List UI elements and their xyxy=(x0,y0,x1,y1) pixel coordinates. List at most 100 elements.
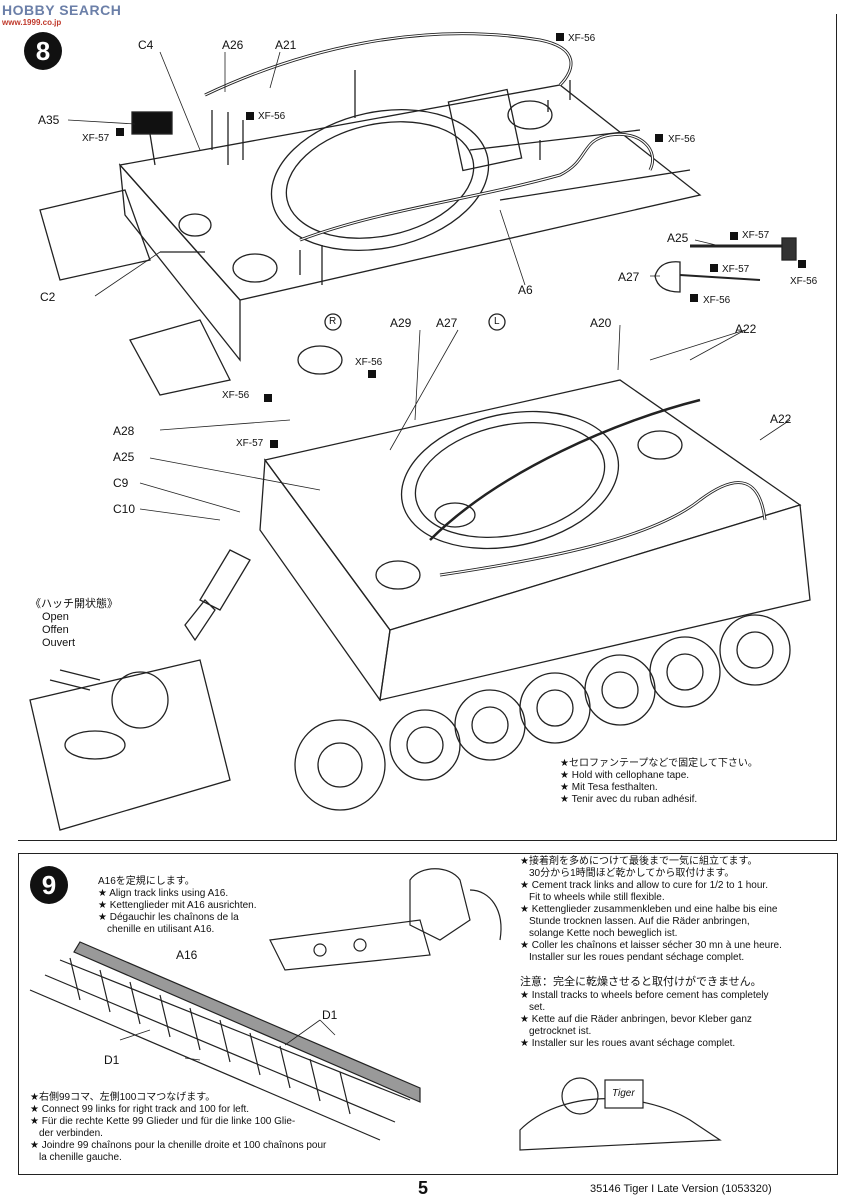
hatch-en: Open xyxy=(42,611,69,623)
marker-left-circle xyxy=(488,313,506,331)
label-a25-top: A25 xyxy=(667,231,689,245)
label-c4: C4 xyxy=(138,38,154,52)
caution-de1: ★ Kette auf die Räder anbringen, bevor K… xyxy=(520,1014,752,1025)
tape-note-de: ★ Mit Tesa festhalten. xyxy=(560,782,658,793)
label-a26: A26 xyxy=(222,38,244,52)
label-c9: C9 xyxy=(113,476,129,490)
marker-left: L xyxy=(494,316,500,327)
caution-jp: 注意：完全に乾燥させると取付けができません。 xyxy=(520,976,762,988)
align-note-en: ★ Align track links using A16. xyxy=(98,888,229,899)
road-wheels xyxy=(294,614,791,811)
paint-xf56-g: XF-56 xyxy=(222,390,250,401)
label-a20: A20 xyxy=(590,316,612,330)
cement-de2: Stunde trocknen lassen. Auf die Räder an… xyxy=(529,916,750,927)
cement-en2: Fit to wheels while still flexible. xyxy=(529,892,665,903)
a27-part-top xyxy=(654,261,681,293)
label-a35: A35 xyxy=(38,113,60,127)
hatch-inset-drawing xyxy=(29,659,231,831)
align-note: A16を定規にします。 ★ Align track links using A1… xyxy=(98,876,257,936)
watermark: HOBBY SEARCH www.1999.co.jp xyxy=(2,2,121,27)
turret-ring-lower xyxy=(400,410,620,550)
cement-fr1: ★ Coller les chaînons et laisser sécher … xyxy=(520,940,782,951)
links-de1: ★ Für die rechte Kette 99 Glieder und fü… xyxy=(30,1116,296,1127)
paint-xf56-d: XF-56 xyxy=(790,276,818,287)
paint-xf57-c: XF-57 xyxy=(722,264,750,275)
step-8-badge: 8 xyxy=(24,32,62,70)
cement-de1: ★ Kettenglieder zusammenkleben und eine … xyxy=(520,904,778,915)
marker-right-circle xyxy=(324,313,342,331)
step-9-panel xyxy=(18,853,838,1175)
label-a16: A16 xyxy=(176,948,198,962)
cement-en1: ★ Cement track links and allow to cure f… xyxy=(520,880,768,891)
engine-deck-block xyxy=(447,88,523,172)
track-links-row xyxy=(29,957,411,1141)
paint-xf56-c: XF-56 xyxy=(668,134,696,145)
label-d1-left: D1 xyxy=(104,1053,120,1067)
turret-ring-top xyxy=(270,109,490,251)
step-9-diagram xyxy=(29,868,722,1151)
align-note-jp: A16を定規にします。 xyxy=(98,876,195,887)
cement-jp1: ★接着剤を多めにつけて最後まで一気に組立てます。 xyxy=(520,856,758,867)
watermark-brand: HOBBY SEARCH xyxy=(2,2,122,18)
upper-hull-deck xyxy=(118,84,702,301)
label-a29: A29 xyxy=(390,316,412,330)
cement-note: ★接着剤を多めにつけて最後まで一気に組立てます。 30分から1時間ほど乾かしてか… xyxy=(520,856,782,964)
step-8-diagram xyxy=(29,32,811,831)
caution-note: 注意：完全に乾燥させると取付けができません。 ★ Install tracks … xyxy=(520,976,769,1050)
soldier-figure xyxy=(409,868,471,941)
caution-en1: ★ Install tracks to wheels before cement… xyxy=(520,990,769,1001)
align-note-fr2: chenille en utilisant A16. xyxy=(107,924,215,935)
upper-hull-front-plate xyxy=(119,163,241,362)
label-a22-top: A22 xyxy=(735,322,757,336)
label-a22-right: A22 xyxy=(770,412,792,426)
label-c2: C2 xyxy=(40,290,56,304)
label-a27-mid: A27 xyxy=(436,316,458,330)
hand-links-drawing xyxy=(269,919,431,971)
a35-part xyxy=(131,111,173,135)
tiger-sign-text: Tiger xyxy=(612,1088,635,1099)
label-a28: A28 xyxy=(113,424,135,438)
caution-de2: getrocknet ist. xyxy=(529,1026,592,1037)
paint-xf56-b: XF-56 xyxy=(258,111,286,122)
step-8-panel xyxy=(18,14,837,841)
tape-note-fr: ★ Tenir avec du ruban adhésif. xyxy=(560,794,698,805)
paint-xf57-b: XF-57 xyxy=(742,230,770,241)
paint-xf57-d: XF-57 xyxy=(236,438,264,449)
hatch-open-caption: 《ハッチ開状態》 Open Offen Ouvert xyxy=(30,598,118,650)
links-de2: der verbinden. xyxy=(39,1128,103,1139)
tiger-sign xyxy=(604,1079,644,1109)
tape-note: ★セロファンテープなどで固定して下さい。 ★ Hold with celloph… xyxy=(560,758,758,806)
links-count-note: ★右側99コマ、左側100コマつなげます。 ★ Connect 99 links… xyxy=(30,1092,326,1164)
label-a27-top: A27 xyxy=(618,270,640,284)
watermark-url: www.1999.co.jp xyxy=(2,18,62,27)
paint-xf56-f: XF-56 xyxy=(355,357,383,368)
front-flap-right xyxy=(129,319,231,396)
tape-note-jp: ★セロファンテープなどで固定して下さい。 xyxy=(560,758,758,769)
lower-hull-front xyxy=(259,458,391,702)
hatch-fr: Ouvert xyxy=(42,637,76,649)
hatch-jp: 《ハッチ開状態》 xyxy=(30,598,118,610)
label-c10: C10 xyxy=(113,502,136,516)
links-jp: ★右側99コマ、左側100コマつなげます。 xyxy=(30,1092,216,1103)
marker-right: R xyxy=(329,316,337,327)
label-a25-mid: A25 xyxy=(113,450,135,464)
links-fr1: ★ Joindre 99 chaînons pour la chenille d… xyxy=(30,1140,327,1151)
paint-xf56-e: XF-56 xyxy=(703,295,731,306)
hatch-circle-top xyxy=(232,253,278,283)
label-a6: A6 xyxy=(518,283,533,297)
tow-cable-a21 xyxy=(204,32,573,97)
track-segment xyxy=(184,549,251,642)
label-d1-right: D1 xyxy=(322,1008,338,1022)
paint-xf56-a: XF-56 xyxy=(568,33,596,44)
cement-fr2: Installer sur les roues pendant séchage … xyxy=(529,952,745,963)
links-en: ★ Connect 99 links for right track and 1… xyxy=(30,1104,250,1115)
footer-product-code: 35146 Tiger I Late Version (1053320) xyxy=(590,1183,772,1195)
a16-ruler xyxy=(73,941,421,1103)
front-flap-left xyxy=(39,189,151,281)
tape-note-en: ★ Hold with cellophane tape. xyxy=(560,770,690,781)
caution-en2: set. xyxy=(529,1002,546,1013)
align-note-fr1: ★ Dégauchir les chaînons de la xyxy=(98,912,239,923)
caution-fr: ★ Installer sur les roues avant séchage … xyxy=(520,1038,736,1049)
cement-de3: solange Kette noch beweglich ist. xyxy=(529,928,678,939)
paint-xf57-a: XF-57 xyxy=(82,133,110,144)
